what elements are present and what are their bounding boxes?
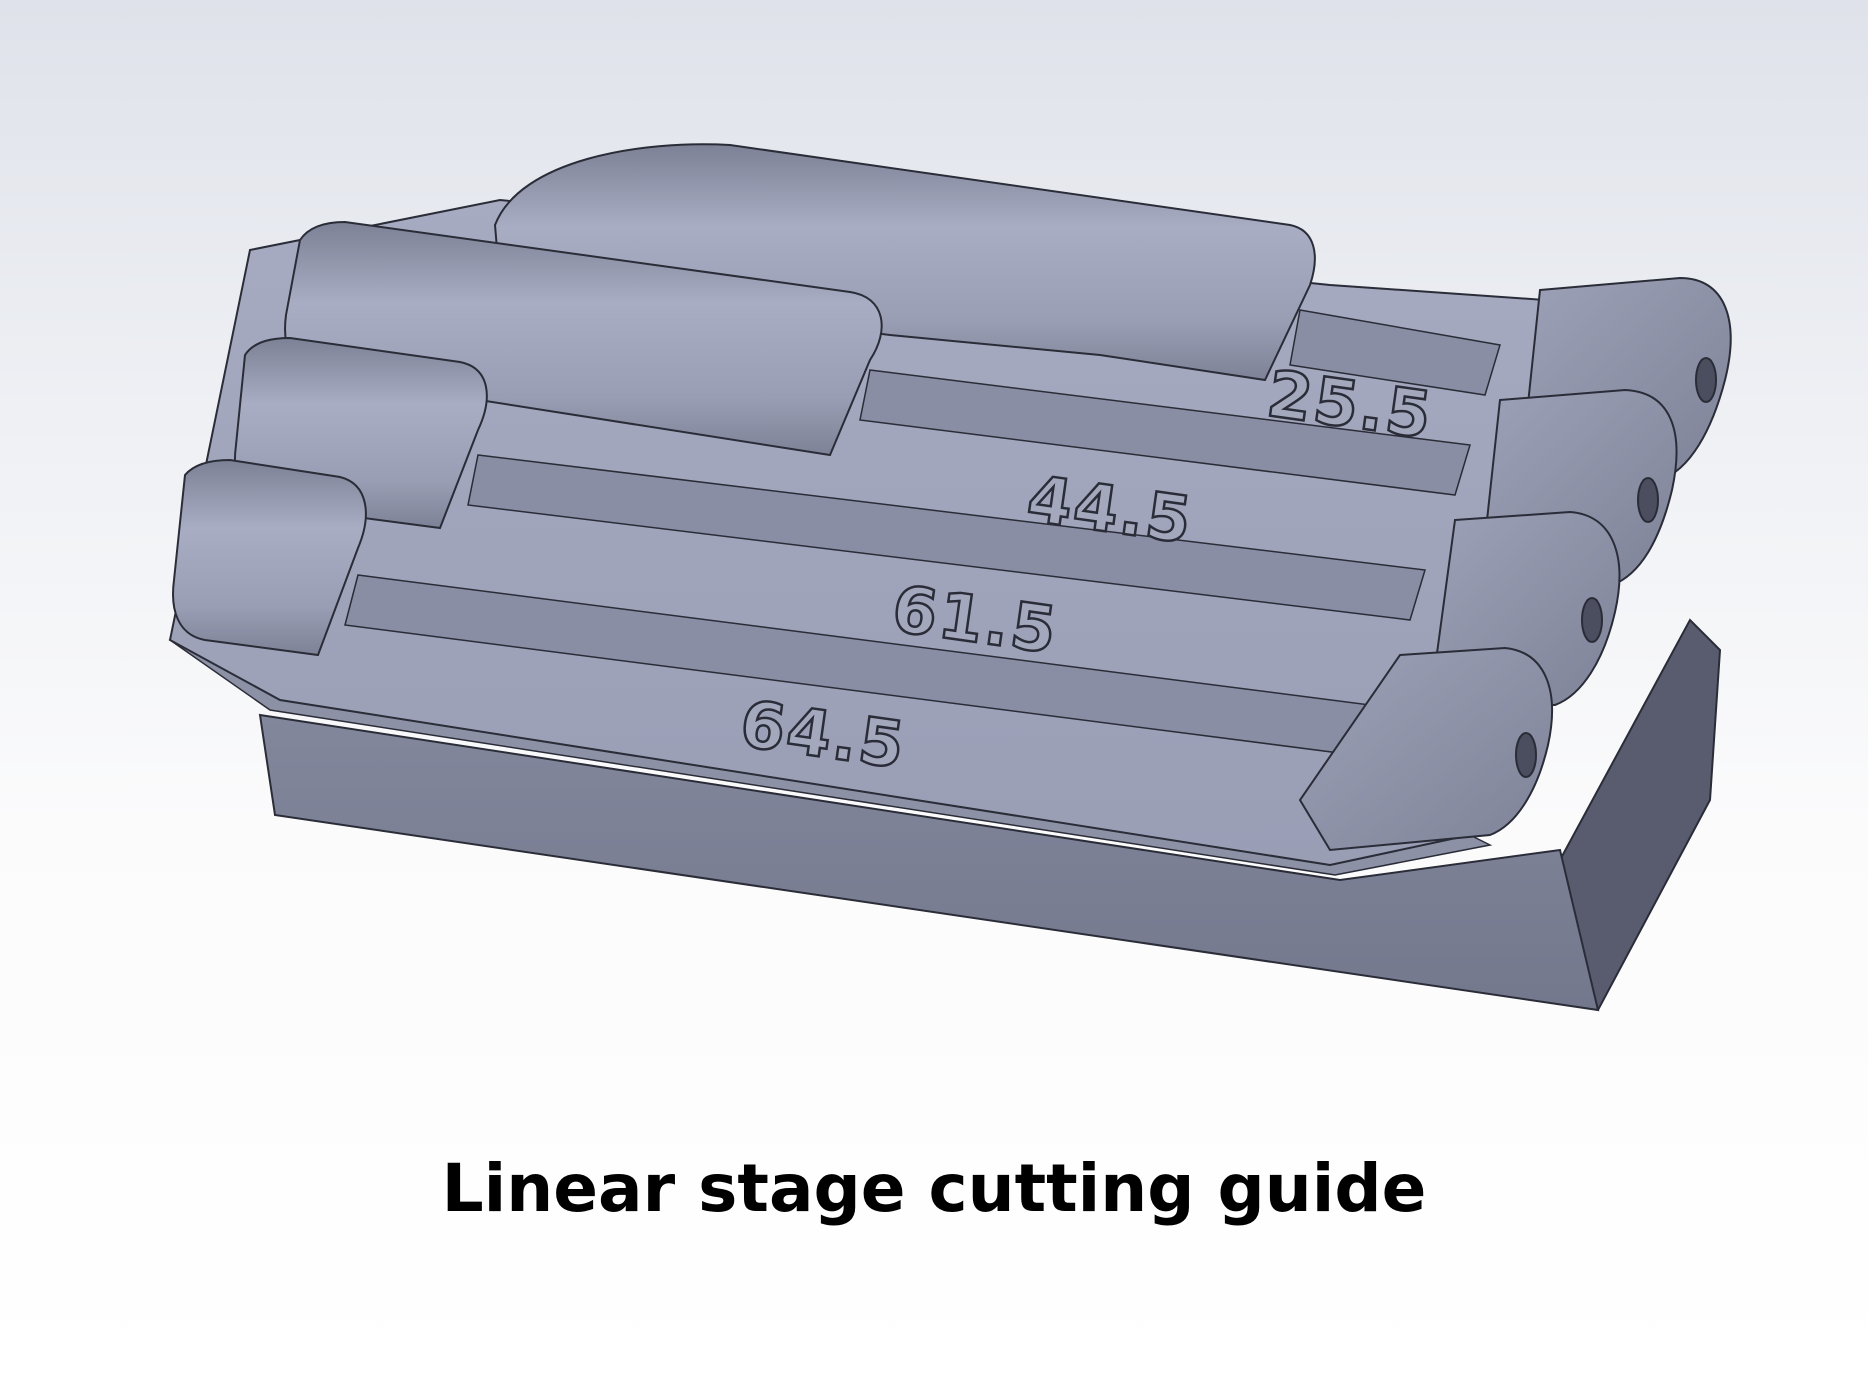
figure-caption: Linear stage cutting guide	[441, 1150, 1427, 1227]
barrel-hole-1	[1695, 357, 1717, 403]
slot-groove-2	[859, 369, 1471, 496]
barrel-4	[1298, 646, 1553, 852]
base-front-face	[258, 713, 1600, 1012]
barrel-hole-3	[1581, 597, 1603, 643]
slot-groove-1	[1289, 309, 1501, 396]
barrel-hole-4	[1515, 732, 1537, 778]
slot-groove-3	[467, 454, 1426, 621]
back-block	[493, 143, 1316, 382]
barrel-hole-2	[1637, 477, 1659, 523]
rail-3	[172, 458, 367, 657]
